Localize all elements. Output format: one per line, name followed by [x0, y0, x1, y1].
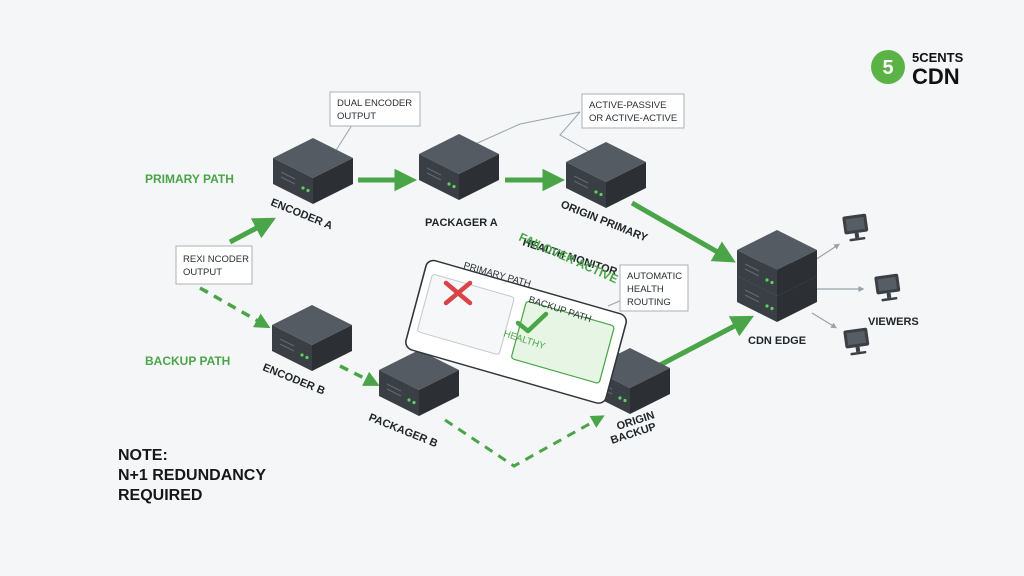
- svg-text:OUTPUT: OUTPUT: [183, 267, 222, 278]
- svg-text:REQUIRED: REQUIRED: [118, 487, 202, 504]
- redundancy-note: NOTE: N+1 REDUNDANCY REQUIRED: [118, 447, 266, 504]
- logo-digit: 5: [882, 57, 893, 79]
- encoder-b-server-icon: [271, 304, 353, 372]
- arrow-to-encoder-a: [228, 217, 276, 245]
- logo-line2: CDN: [912, 64, 960, 89]
- logo-line1: 5CENTS: [912, 50, 964, 65]
- svg-text:N+1 REDUNDANCY: N+1 REDUNDANCY: [118, 467, 266, 484]
- failover-status-badge: FAILOVER ACTIVE: [517, 230, 620, 286]
- brand-logo: 5 5CENTS CDN: [871, 50, 964, 89]
- svg-text:AUTOMATIC: AUTOMATIC: [627, 271, 682, 282]
- callout-leaders: [334, 111, 623, 307]
- origin-primary-server-icon: [565, 141, 647, 209]
- svg-text:HEALTH: HEALTH: [627, 284, 664, 295]
- fail-x-icon: [443, 280, 473, 306]
- packager-a-label: PACKAGER A: [425, 217, 498, 229]
- svg-text:ACTIVE-PASSIVE: ACTIVE-PASSIVE: [589, 100, 666, 111]
- backup-path-label: BACKUP PATH: [145, 354, 230, 368]
- cdn-edge-server-icon: [736, 229, 818, 323]
- svg-text:NOTE:: NOTE:: [118, 447, 168, 464]
- svg-text:OUTPUT: OUTPUT: [337, 111, 376, 122]
- logo-circle-icon: [871, 50, 905, 84]
- callout-dual-encoder: DUAL ENCODER OUTPUT: [329, 91, 421, 127]
- arrow-origin-backup-to-cdn: [658, 315, 754, 368]
- viewer-links: [811, 243, 865, 329]
- encoder-a-server-icon: [272, 137, 354, 205]
- svg-text:ROUTING: ROUTING: [627, 297, 671, 308]
- callout-auto-routing: AUTOMATIC HEALTH ROUTING: [619, 264, 689, 312]
- callout-active-mode: ACTIVE-PASSIVE OR ACTIVE-ACTIVE: [581, 93, 685, 129]
- arrow-to-encoder-b: [199, 286, 271, 329]
- callout-rexi-encoder: REXI NCODER OUTPUT: [175, 245, 253, 285]
- packager-b-label: PACKAGER B: [367, 412, 439, 451]
- arrow-packager-b-to-origin-backup: [444, 415, 605, 468]
- viewers-label: VIEWERS: [868, 316, 919, 328]
- svg-text:OR ACTIVE-ACTIVE: OR ACTIVE-ACTIVE: [589, 113, 677, 124]
- packager-a-server-icon: [418, 133, 500, 201]
- viewer-monitor-icon: [874, 273, 902, 303]
- primary-path-label: PRIMARY PATH: [145, 172, 234, 186]
- viewer-monitor-icon: [842, 213, 870, 243]
- arrow-origin-primary-to-cdn: [630, 200, 736, 263]
- healthy-check-icon: [515, 311, 549, 334]
- encoder-a-label: ENCODER A: [269, 197, 334, 233]
- arrow-encoder-b-to-packager-b: [339, 364, 380, 386]
- backup-flow: [199, 286, 605, 468]
- svg-text:DUAL ENCODER: DUAL ENCODER: [337, 98, 412, 109]
- cdn-edge-label: CDN EDGE: [748, 335, 806, 347]
- viewer-monitor-icon: [843, 327, 871, 357]
- svg-text:REXI NCODER: REXI NCODER: [183, 254, 249, 265]
- primary-flow: [228, 168, 754, 368]
